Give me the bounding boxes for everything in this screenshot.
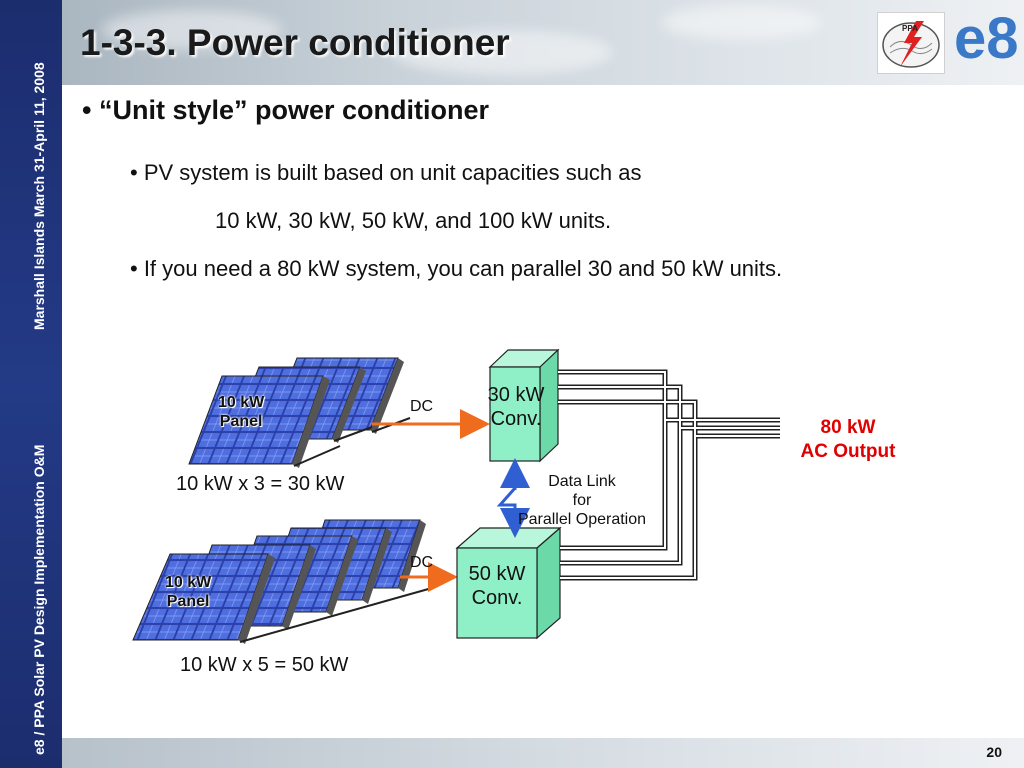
- header-banner: [62, 0, 1024, 85]
- page-number: 20: [986, 744, 1002, 760]
- bullet-parallel-units: • If you need a 80 kW system, you can pa…: [130, 256, 783, 281]
- ac-output-text: AC Output: [800, 441, 896, 462]
- slide-title: 1-3-3. Power conditioner: [80, 22, 510, 63]
- footer-banner: [62, 738, 1024, 768]
- converter-30kw-box: [488, 348, 560, 463]
- ppa-logo-text: PPA: [902, 24, 918, 33]
- e8-logo: e8: [952, 6, 1022, 80]
- ppa-logo: PPA: [877, 12, 945, 74]
- panel-label-bottom: 10 kW Panel: [165, 574, 212, 610]
- bullet-pv-system: • PV system is built based on unit capac…: [130, 160, 642, 185]
- sidebar: Marshall Islands March 31-April 11, 2008…: [0, 0, 62, 768]
- dc-label-bottom: DC: [410, 554, 434, 571]
- data-link-label: Data Link for Parallel Operation: [517, 473, 647, 528]
- top-solar-array: [188, 357, 411, 468]
- bullet-pv-system-units: 10 kW, 30 kW, 50 kW, and 100 kW units.: [215, 208, 612, 233]
- solar-panel: [132, 553, 275, 644]
- converter-50kw-box: [455, 526, 562, 640]
- solar-panel: [188, 375, 341, 468]
- dc-label-top: DC: [410, 398, 434, 415]
- panel-label-top: 10 kW Panel: [218, 394, 265, 430]
- ac-output-label: 80 kW AC Output: [790, 416, 906, 464]
- bottom-solar-array: [132, 519, 433, 644]
- converter-30kw-label: 30 kW Conv.: [487, 384, 545, 430]
- ac-output-power: 80 kW: [820, 417, 876, 438]
- converter-50kw-label: 50 kW Conv.: [468, 563, 526, 609]
- bottom-array-caption: 10 kW x 5 = 50 kW: [180, 654, 349, 676]
- top-array-caption: 10 kW x 3 = 30 kW: [176, 473, 345, 495]
- bullet-unit-style: • “Unit style” power conditioner: [82, 95, 489, 125]
- e8-logo-text: e8: [954, 8, 1019, 71]
